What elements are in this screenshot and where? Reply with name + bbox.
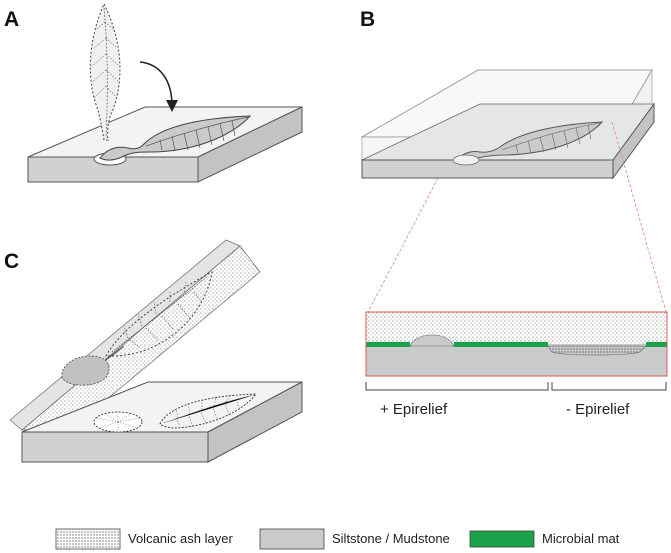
panel-b: B <box>360 8 668 418</box>
upright-leaf <box>89 2 121 141</box>
negative-relief <box>547 345 647 356</box>
slab-b-front <box>361 159 614 179</box>
fallen-leaf <box>99 115 252 161</box>
upright-leaf-veins <box>91 21 120 99</box>
panel-c: C <box>4 239 303 463</box>
fallen-leaf-veins <box>145 116 249 152</box>
legend-silt-label: Siltstone / Mudstone <box>332 531 450 546</box>
negative-epirelief-label: - Epirelief <box>566 401 630 418</box>
lid-stalk <box>105 345 125 361</box>
cross-section-inset <box>365 311 668 377</box>
panel-a: A <box>4 2 303 183</box>
bracket-negative <box>551 382 667 391</box>
mat-segment-1 <box>366 342 410 347</box>
mat-segment-2 <box>454 342 548 347</box>
bracket-positive <box>365 382 549 391</box>
slab-a-side <box>197 106 303 183</box>
buried-leaf-veins <box>501 122 601 154</box>
lid-leaf-veins <box>111 275 209 353</box>
legend-silt-swatch <box>259 528 325 550</box>
circle-radial-lines <box>95 412 141 432</box>
mat-segment-3 <box>646 342 667 347</box>
panel-a-letter: A <box>4 8 19 31</box>
inset-border <box>365 311 668 377</box>
curved-arrow-icon <box>139 61 178 112</box>
zoom-line-left <box>367 177 439 313</box>
legend-mat-swatch <box>469 530 535 548</box>
slab-b-side <box>612 102 655 180</box>
panel-c-letter: C <box>4 250 19 273</box>
slab-c-side <box>207 381 303 463</box>
positive-relief <box>409 334 455 347</box>
zoom-line-right <box>611 121 667 313</box>
slab-c-leaf-impression <box>159 393 257 429</box>
slab-c-leaf-veins <box>163 394 255 427</box>
legend: Volcanic ash layer Siltstone / Mudstone … <box>55 528 620 550</box>
inset-ash-layer <box>366 312 667 344</box>
legend-ash-swatch <box>55 528 121 550</box>
panel-b-letter: B <box>360 8 375 31</box>
lid-stalk-cast <box>61 355 110 386</box>
buried-stalk-base <box>452 154 480 166</box>
slab-c-front <box>21 431 209 463</box>
legend-mat-label: Microbial mat <box>542 531 620 546</box>
positive-epirelief-label: + Epirelief <box>380 401 448 418</box>
legend-ash-label: Volcanic ash layer <box>128 531 233 546</box>
